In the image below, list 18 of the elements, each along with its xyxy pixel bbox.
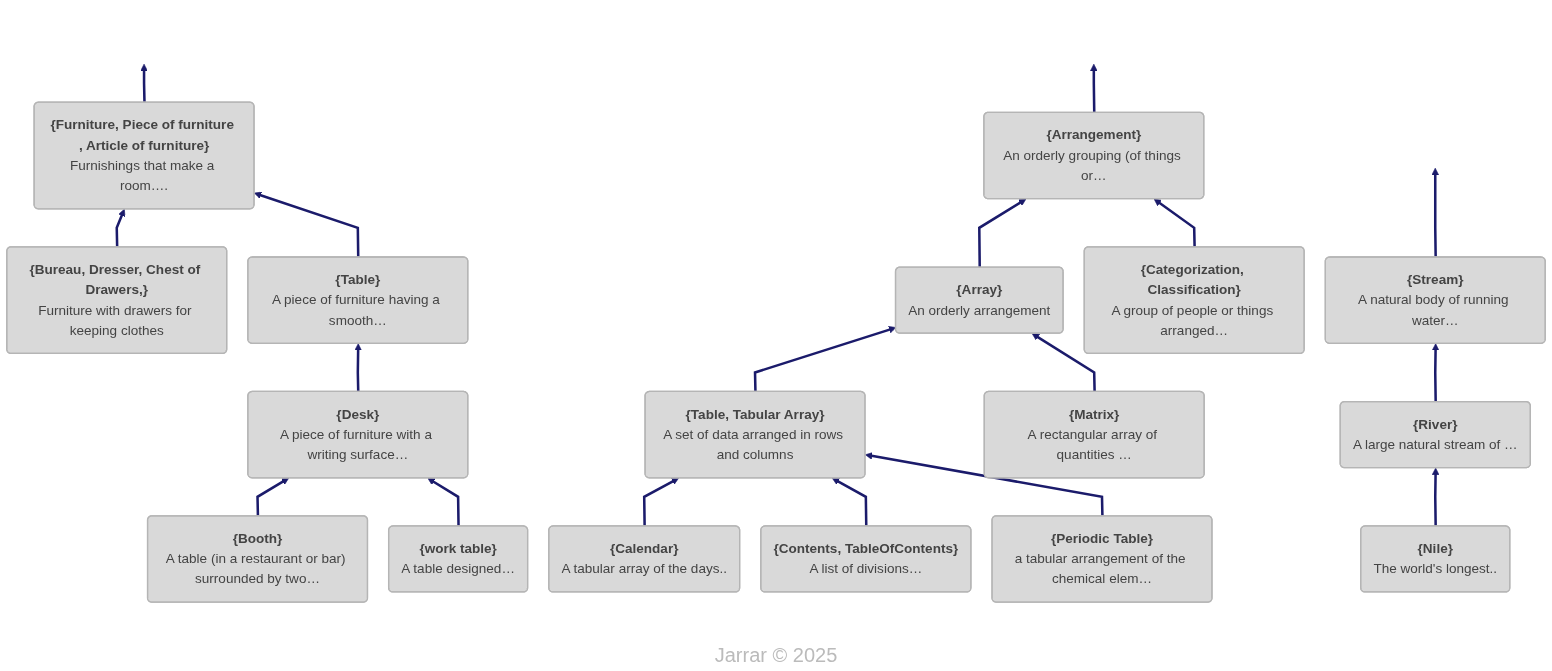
arrow bbox=[1431, 467, 1440, 526]
arrow bbox=[140, 63, 148, 103]
arrow bbox=[1090, 63, 1098, 113]
arrow bbox=[642, 477, 679, 526]
arrow bbox=[1153, 198, 1196, 247]
arrow bbox=[832, 477, 868, 526]
arrow bbox=[865, 451, 1104, 516]
arrow bbox=[115, 208, 126, 247]
arrow bbox=[1031, 332, 1096, 392]
arrow bbox=[427, 477, 460, 526]
arrow bbox=[354, 342, 362, 392]
arrow bbox=[256, 477, 289, 516]
arrow bbox=[254, 191, 360, 257]
arrow bbox=[1431, 167, 1439, 257]
copyright-note: Jarrar © 2025 bbox=[714, 644, 838, 666]
arrow bbox=[978, 198, 1027, 268]
arrow bbox=[753, 325, 897, 392]
arrow bbox=[1431, 342, 1440, 402]
